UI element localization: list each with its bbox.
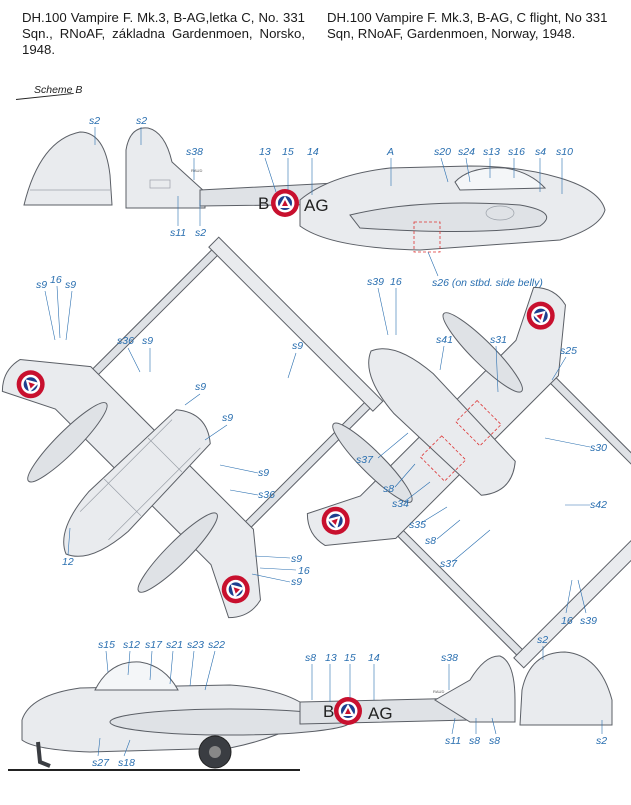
- lbl-top-s9-e: s9: [195, 381, 206, 393]
- lbl-s26: s26 (on stbd. side belly): [432, 277, 543, 289]
- reg-right-stbd: AG: [368, 704, 393, 723]
- lbl-stbd-s11: s11: [445, 735, 461, 747]
- lbl-s2-a: s2: [89, 115, 100, 127]
- reg-left-stbd: B: [323, 702, 334, 721]
- lbl-s16: s16: [508, 146, 525, 158]
- lbl-bot-16-b: 16: [561, 615, 573, 627]
- lbl-bot-s31: s31: [490, 334, 507, 346]
- lbl-stbd-s12: s12: [123, 639, 140, 651]
- lbl-bot-s8-b: s8: [425, 535, 436, 547]
- bottom-view: [306, 286, 631, 669]
- lbl-bot-s41: s41: [436, 334, 453, 346]
- roundel-stbd-fuselage: [334, 697, 362, 725]
- lbl-top-s9-a: s9: [36, 279, 47, 291]
- lbl-top-s9-i: s9: [291, 576, 302, 588]
- top-view-labels: s9 16 s9 s36 s9 s9 s9 s9 s9 s36 12 s9 16…: [36, 274, 310, 588]
- lbl-s4: s4: [535, 146, 546, 158]
- lbl-top-s9-d: s9: [292, 340, 303, 352]
- stbd-tail-front: [519, 651, 613, 726]
- top-tailplane: [208, 236, 384, 412]
- reg-left-port: B: [258, 194, 269, 213]
- lbl-stbd-13: 13: [325, 652, 337, 664]
- lbl-bot-s35: s35: [409, 519, 426, 531]
- stbd-canopy: [94, 661, 179, 691]
- bottom-fuselage: [368, 348, 516, 496]
- lbl-s2-b: s2: [136, 115, 147, 127]
- canopy: [454, 167, 547, 191]
- lbl-bot-s42: s42: [590, 499, 607, 511]
- lbl-bot-s39-b: s39: [580, 615, 597, 627]
- bottom-tank-lower: [332, 422, 413, 503]
- lbl-stbd-s27: s27: [92, 757, 110, 769]
- lbl-stbd-s2-b: s2: [596, 735, 607, 747]
- lbl-stbd-s23: s23: [187, 639, 204, 651]
- top-fuselage: [63, 409, 211, 557]
- lbl-s10: s10: [556, 146, 573, 158]
- scheme-label: Scheme B: [34, 84, 83, 96]
- lbl-s38: s38: [186, 146, 203, 158]
- tail-fin-left: [23, 131, 113, 206]
- lbl-stbd-s8-a: s8: [305, 652, 316, 664]
- lbl-s20: s20: [434, 146, 451, 158]
- tail-fin-profile: [125, 127, 206, 209]
- lbl-stbd-s18: s18: [118, 757, 135, 769]
- lbl-top-16-b: 16: [298, 565, 310, 577]
- top-tank-lower: [137, 512, 218, 593]
- lbl-stbd-s2-a: s2: [537, 634, 548, 646]
- lbl-stbd-s8-c: s8: [489, 735, 500, 747]
- caption-english: DH.100 Vampire F. Mk.3, B-AG, C flight, …: [327, 10, 608, 41]
- lbl-s11: s11: [170, 227, 186, 239]
- top-tank-upper: [27, 402, 108, 483]
- stbd-side-view: B AG RAUD s15 s12 s17 s21 s23 s22 s8 13 …: [8, 634, 613, 771]
- lbl-14: 14: [307, 146, 319, 158]
- lbl-stbd-s15: s15: [98, 639, 115, 651]
- lbl-stbd-14: 14: [368, 652, 380, 664]
- lbl-top-s9-f: s9: [222, 412, 233, 424]
- reg-right-port: AG: [304, 196, 329, 215]
- stencil-stbd: RAUD: [433, 689, 444, 694]
- lbl-top-12: 12: [62, 556, 74, 568]
- nose-gear: [36, 741, 51, 768]
- lbl-stbd-s38: s38: [441, 652, 458, 664]
- lbl-s13: s13: [483, 146, 500, 158]
- lbl-top-16-a: 16: [50, 274, 62, 286]
- caption-czech: DH.100 Vampire F. Mk.3, B-AG,letka C, No…: [22, 10, 305, 57]
- lbl-bot-s37-a: s37: [356, 454, 374, 466]
- bottom-view-labels: s39 16 s41 s31 s25 s30 s37 s8 s34 s35 s8…: [356, 276, 607, 627]
- lbl-bot-s8-a: s8: [383, 483, 394, 495]
- lbl-bot-s25: s25: [560, 345, 577, 357]
- lbl-top-s36-b: s36: [258, 489, 275, 501]
- lbl-bot-16-a: 16: [390, 276, 402, 288]
- lbl-s24: s24: [458, 146, 475, 158]
- lbl-top-s9-g: s9: [258, 467, 269, 479]
- lbl-stbd-s21: s21: [166, 639, 183, 651]
- stbd-tail-fin: [434, 655, 516, 723]
- lbl-stbd-s8-b: s8: [469, 735, 480, 747]
- bottom-tailplane: [513, 493, 631, 669]
- lbl-top-s9-h: s9: [291, 553, 302, 565]
- lbl-top-s9-c: s9: [142, 335, 153, 347]
- roundel-port-fuselage: [271, 189, 299, 217]
- lbl-bot-s37-b: s37: [440, 558, 458, 570]
- lbl-stbd-15: 15: [344, 652, 356, 664]
- lbl-13: 13: [259, 146, 271, 158]
- port-side-view: B AG RAUD s2 s2 s38 13 15 14 A s20 s24 s…: [23, 115, 606, 289]
- s26-panel: [413, 221, 441, 253]
- lbl-bot-s30: s30: [590, 442, 607, 454]
- bottom-tank-upper: [442, 312, 523, 393]
- lbl-stbd-s22: s22: [208, 639, 225, 651]
- lbl-15: 15: [282, 146, 294, 158]
- lbl-top-s9-b: s9: [65, 279, 76, 291]
- lbl-stbd-s17: s17: [145, 639, 163, 651]
- lbl-A: A: [386, 146, 394, 158]
- lbl-s2-c: s2: [195, 227, 206, 239]
- lbl-top-s36-a: s36: [117, 335, 134, 347]
- lbl-bot-s39-a: s39: [367, 276, 384, 288]
- stencil-port: RAUD: [191, 168, 202, 173]
